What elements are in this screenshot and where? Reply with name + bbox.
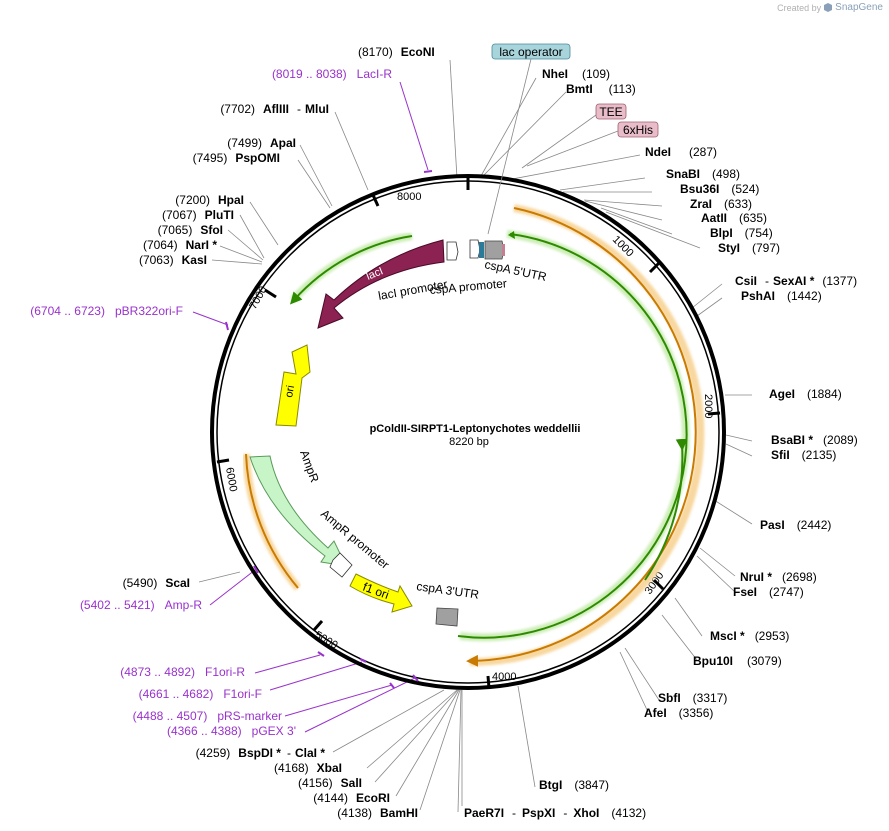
his-tag-label: 6xHis — [623, 123, 653, 137]
tee-box — [595, 103, 627, 120]
site-kasi: (7063)KasI — [139, 253, 207, 267]
cspa-3utr-feature — [435, 607, 459, 627]
primer-prs-marker: (4488 .. 4507)pRS-marker — [133, 709, 282, 723]
site-snabi: SnaBI(498) — [666, 167, 740, 181]
site-bsabi: BsaBI *(2089) — [771, 433, 858, 447]
primer-labels: (8019 .. 8038)LacI-R (6704 .. 6723)pBR32… — [30, 67, 392, 738]
his-tag-box — [617, 121, 659, 138]
cspa-promoter-arrow — [469, 239, 481, 259]
position-ticks — [216, 176, 721, 689]
site-afliii: (7702)AflIII-MluI — [220, 102, 329, 116]
site-fsei: FseI(2747) — [733, 585, 804, 599]
laci-label: lacI — [365, 265, 385, 283]
plasmid-size: 8220 bp — [449, 436, 489, 448]
site-ndei: NdeI(287) — [645, 145, 717, 159]
cspa-5utr-feature — [484, 240, 505, 260]
site-aatii: AatII(635) — [701, 211, 767, 225]
orange-left-arc — [245, 453, 299, 589]
green-left-arc — [289, 235, 413, 305]
cspa-3utr-label: cspA 3'UTR — [416, 579, 481, 602]
site-nrui: NruI *(2698) — [740, 570, 817, 584]
site-econi: (8170)EcoNI — [358, 45, 435, 59]
brand-prefix: Created by — [777, 2, 822, 13]
site-nhei: NheI(109) — [542, 67, 610, 81]
snapgene-branding: Created by SnapGene — [777, 2, 883, 13]
site-styi: StyI(797) — [718, 241, 780, 255]
tag-mark — [502, 244, 505, 256]
site-pshai: PshAI(1442) — [741, 289, 822, 303]
site-btgi: BtgI(3847) — [539, 778, 609, 792]
ampr-promoter-arrow — [329, 552, 353, 578]
lac-operator-mark — [479, 242, 484, 258]
tick-label-6000: 6000 — [223, 466, 239, 492]
site-msci: MscI *(2953) — [710, 629, 789, 643]
site-hpai: (7200)HpaI — [175, 193, 244, 207]
site-pspomi: (7495)PspOMI — [193, 151, 280, 165]
primer-pbr322ori-f: (6704 .. 6723)pBR322ori-F — [30, 304, 183, 318]
his-tag-line — [526, 130, 619, 167]
primer-f1ori-f: (4661 .. 4682)F1ori-F — [139, 687, 262, 701]
green-feature-arc — [457, 233, 688, 639]
f1-ori-feature — [349, 573, 413, 613]
primer-connector-lines — [192, 81, 429, 733]
tick-label-2000: 2000 — [702, 394, 714, 418]
ori-feature — [275, 344, 311, 427]
laci-promoter-arrow — [446, 241, 459, 261]
orange-feature-arc — [466, 207, 697, 667]
site-ecori: (4144)EcoRI — [313, 791, 390, 805]
primer-pgex3: (4366 .. 4388)pGEX 3' — [167, 724, 296, 738]
site-bpu10i: Bpu10I(3079) — [693, 654, 782, 668]
site-sbfi: SbfI(3317) — [658, 691, 727, 705]
orange-feature-glow — [469, 204, 705, 667]
brand-name: SnapGene — [835, 2, 883, 13]
site-afei: AfeI(3356) — [644, 706, 713, 720]
lac-operator-label: lac operator — [499, 45, 562, 59]
primer-laci-r: (8019 .. 8038)LacI-R — [272, 67, 392, 81]
site-bspdi: (4259)BspDI *-ClaI * — [196, 746, 326, 760]
site-labels-left: (4138)BamHI (4144)EcoRI (4156)SalI (4168… — [123, 102, 418, 820]
tick-label-4000: 4000 — [492, 671, 516, 683]
site-apai: (7499)ApaI — [227, 136, 296, 150]
plasmid-name: pColdII-SIRPT1-Leptonychotes weddellii — [370, 423, 581, 435]
site-bmti: BmtI(113) — [566, 82, 636, 96]
tee-line — [521, 114, 597, 169]
tick-label-8000: 8000 — [397, 191, 421, 203]
primer-marks — [225, 170, 433, 689]
tick-label-7000: 7000 — [247, 284, 270, 311]
site-pluti: (7067)PluTI — [162, 208, 234, 222]
site-scai: (5490)ScaI — [123, 576, 190, 590]
site-labels-right: (8170)EcoNI NheI(109) BmtI(113) NdeI(287… — [358, 45, 858, 820]
site-xbai: (4168)XbaI — [274, 761, 342, 775]
tick-label-5000: 5000 — [313, 629, 340, 652]
green-small-arc — [644, 438, 688, 581]
tee-label: TEE — [599, 105, 622, 119]
site-bsu36i: Bsu36I(524) — [680, 182, 759, 196]
site-bamhi: (4138)BamHI — [337, 806, 418, 820]
ori-label: ori — [283, 384, 297, 398]
lac-operator-line — [487, 58, 532, 235]
primer-amp-r: (5402 .. 5421)Amp-R — [80, 598, 202, 612]
site-csii: CsiI-SexAI *(1377) — [735, 274, 857, 288]
tick-labels: 1000 2000 3000 4000 5000 6000 7000 8000 — [223, 191, 714, 683]
site-agei: AgeI(1884) — [769, 387, 842, 401]
green-arc-start-icon — [508, 231, 515, 239]
snapgene-logo-icon — [824, 3, 833, 12]
site-paer7i: PaeR7I-PspXI-XhoI(4132) — [464, 806, 646, 820]
site-nari: (7064)NarI * — [143, 238, 217, 252]
ampr-label: AmpR — [297, 448, 322, 484]
site-sfii: SfiI(2135) — [771, 448, 836, 462]
site-blpi: BlpI(754) — [710, 226, 773, 240]
site-sali: (4156)SalI — [298, 776, 362, 790]
site-zrai: ZraI(633) — [690, 197, 752, 211]
cspa-promoter-label: cspA promoter — [429, 276, 507, 297]
site-connector-lines — [198, 59, 753, 813]
primer-f1ori-r: (4873 .. 4892)F1ori-R — [120, 665, 245, 679]
laci-feature — [317, 239, 445, 329]
site-sfoi: (7065)SfoI — [158, 223, 223, 237]
site-pasi: PasI(2442) — [760, 518, 831, 532]
